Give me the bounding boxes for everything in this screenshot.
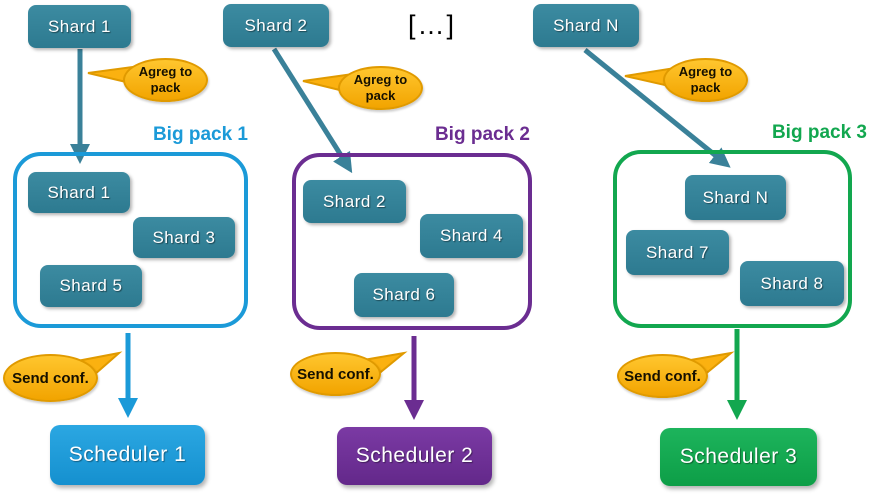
big-pack-2 xyxy=(292,153,532,330)
agreg-bubble-3: Agreg to pack xyxy=(663,58,748,102)
scheduler-1: Scheduler 1 xyxy=(50,425,205,485)
send-bubble-3: Send conf. xyxy=(617,354,708,398)
pack3-shard-N: Shard N xyxy=(685,175,786,220)
pack3-shard-7: Shard 7 xyxy=(626,230,729,275)
pack1-shard-3: Shard 3 xyxy=(133,217,235,258)
pack-label-3: Big pack 3 xyxy=(771,122,867,143)
scheduler-3: Scheduler 3 xyxy=(660,428,817,486)
pack-label-1: Big pack 1 xyxy=(152,124,248,145)
big-pack-1 xyxy=(13,152,248,328)
agreg-bubble-2: Agreg to pack xyxy=(338,66,423,110)
pack2-shard-4: Shard 4 xyxy=(420,214,523,258)
pack1-shard-1: Shard 1 xyxy=(28,172,130,213)
arrow-shardN-to-pack3 xyxy=(583,48,731,168)
ellipsis-label: […] xyxy=(408,10,457,40)
scheduler-2: Scheduler 2 xyxy=(337,427,492,485)
big-pack-3 xyxy=(613,150,852,328)
send-bubble-1: Send conf. xyxy=(3,354,98,402)
send-bubble-2: Send conf. xyxy=(290,352,381,396)
pack1-shard-5: Shard 5 xyxy=(40,265,142,307)
arrow-shard2-to-pack2 xyxy=(271,47,353,174)
pack-label-2: Big pack 2 xyxy=(434,124,530,145)
top-shard-1: Shard 1 xyxy=(28,5,131,48)
agreg-bubble-1: Agreg to pack xyxy=(123,58,208,102)
pack2-shard-6: Shard 6 xyxy=(354,273,454,317)
pack3-shard-8: Shard 8 xyxy=(740,261,844,306)
top-shard-N: Shard N xyxy=(533,4,639,47)
pack2-shard-2: Shard 2 xyxy=(303,180,406,223)
top-shard-2: Shard 2 xyxy=(223,4,329,47)
